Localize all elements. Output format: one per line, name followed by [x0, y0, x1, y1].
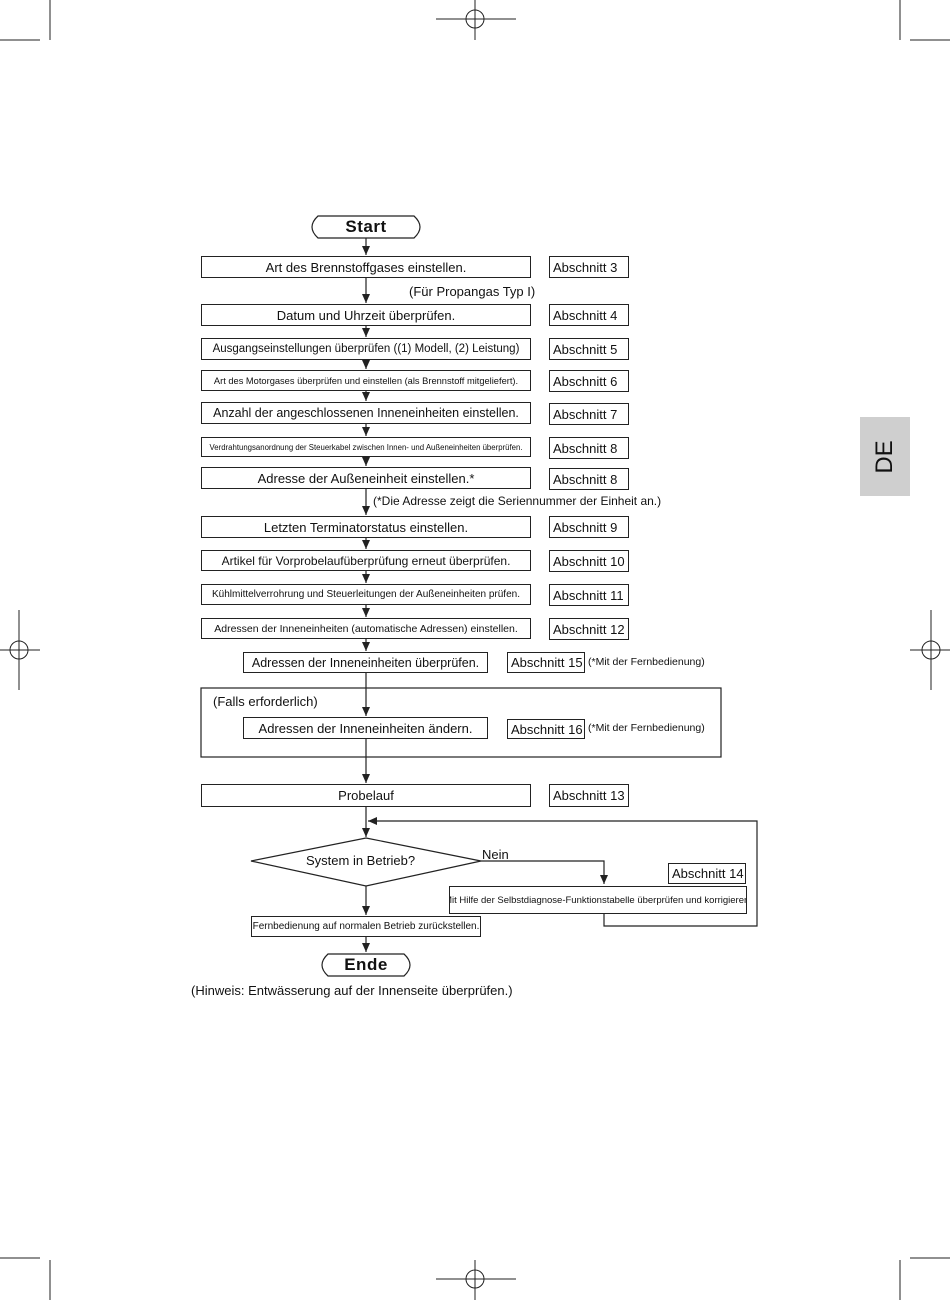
section-ref: Abschnitt 5 [549, 338, 629, 360]
step-terminator: Letzten Terminatorstatus einstellen. [201, 516, 531, 538]
section-ref: Abschnitt 15 [507, 652, 585, 673]
language-tab: DE [860, 417, 910, 496]
language-tab-label: DE [871, 439, 898, 474]
step-reset-remote: Fernbedienung auf normalen Betrieb zurüc… [251, 916, 481, 937]
section-ref: Abschnitt 11 [549, 584, 629, 606]
step-test-run: Probelauf [201, 784, 531, 807]
section-ref: Abschnitt 3 [549, 256, 629, 278]
step-motor-gas: Art des Motorgases überprüfen und einste… [201, 370, 531, 391]
step-self-diagnosis: Mit Hilfe der Selbstdiagnose-Funktionsta… [449, 886, 747, 914]
end-terminal: Ende [344, 955, 388, 974]
section-ref: Abschnitt 10 [549, 550, 629, 572]
note-hint: (Hinweis: Entwässerung auf der Innenseit… [191, 983, 513, 998]
section-ref: Abschnitt 4 [549, 304, 629, 326]
section-ref: Abschnitt 12 [549, 618, 629, 640]
step-initial-settings: Ausgangseinstellungen überprüfen ((1) Mo… [201, 338, 531, 360]
section-ref: Abschnitt 6 [549, 370, 629, 392]
note-address: (*Die Adresse zeigt die Seriennummer der… [373, 494, 662, 508]
note-remote: (*Mit der Fernbedienung) [588, 656, 705, 668]
step-indoor-count: Anzahl der angeschlossenen Inneneinheite… [201, 402, 531, 424]
step-date-time: Datum und Uhrzeit überprüfen. [201, 304, 531, 326]
decision-no-label: Nein [482, 847, 509, 862]
section-ref: Abschnitt 13 [549, 784, 629, 807]
start-terminal: Start [345, 217, 387, 236]
note-remote: (*Mit der Fernbedienung) [588, 722, 705, 734]
section-ref: Abschnitt 8 [549, 468, 629, 490]
section-ref: Abschnitt 14 [668, 863, 746, 884]
note-propane: (Für Propangas Typ I) [409, 284, 536, 299]
section-ref: Abschnitt 16 [507, 719, 585, 739]
step-wiring: Verdrahtungsanordnung der Steuerkabel zw… [201, 437, 531, 457]
section-ref: Abschnitt 7 [549, 403, 629, 425]
step-outdoor-address: Adresse der Außeneinheit einstellen.* [201, 467, 531, 489]
step-change-indoor-addresses: Adressen der Inneneinheiten ändern. [243, 717, 488, 739]
section-ref: Abschnitt 9 [549, 516, 629, 538]
step-pretest-items: Artikel für Vorprobelaufüberprüfung erne… [201, 550, 531, 571]
decision-question: System in Betrieb? [306, 853, 416, 868]
section-ref: Abschnitt 8 [549, 437, 629, 459]
step-auto-addresses: Adressen der Inneneinheiten (automatisch… [201, 618, 531, 639]
step-check-indoor-addresses: Adressen der Inneneinheiten überprüfen. [243, 652, 488, 673]
step-refrigerant-piping: Kühlmittelverrohrung und Steuerleitungen… [201, 584, 531, 605]
note-if-required: (Falls erforderlich) [213, 694, 318, 709]
step-fuel-gas: Art des Brennstoffgases einstellen. [201, 256, 531, 278]
